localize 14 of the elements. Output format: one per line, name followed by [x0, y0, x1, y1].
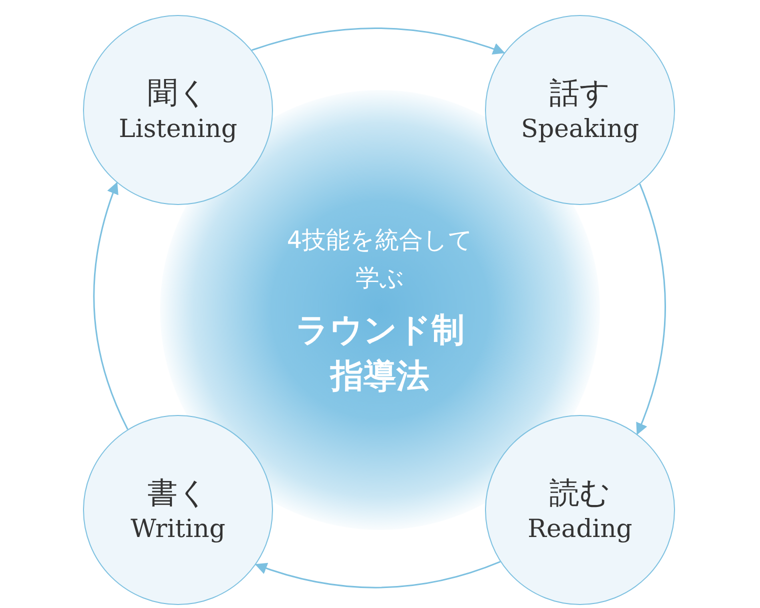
skill-name: Listening — [118, 113, 238, 145]
arrow — [636, 184, 666, 436]
skill-label: 聞く — [148, 75, 208, 113]
arrow — [252, 28, 506, 55]
arrow — [254, 561, 501, 588]
skill-name: Speaking — [520, 113, 640, 145]
skill-label: 話す — [550, 75, 610, 113]
title-text: ラウンド制指導法 — [294, 309, 466, 397]
arrow — [93, 182, 128, 430]
skill-name: Reading — [528, 513, 632, 545]
skill-label: 書く — [148, 475, 208, 513]
subtitle-text: 4技能を統合して学ぶ — [286, 225, 474, 294]
skill-label: 読む — [550, 475, 610, 513]
skill-name: Writing — [130, 513, 226, 545]
